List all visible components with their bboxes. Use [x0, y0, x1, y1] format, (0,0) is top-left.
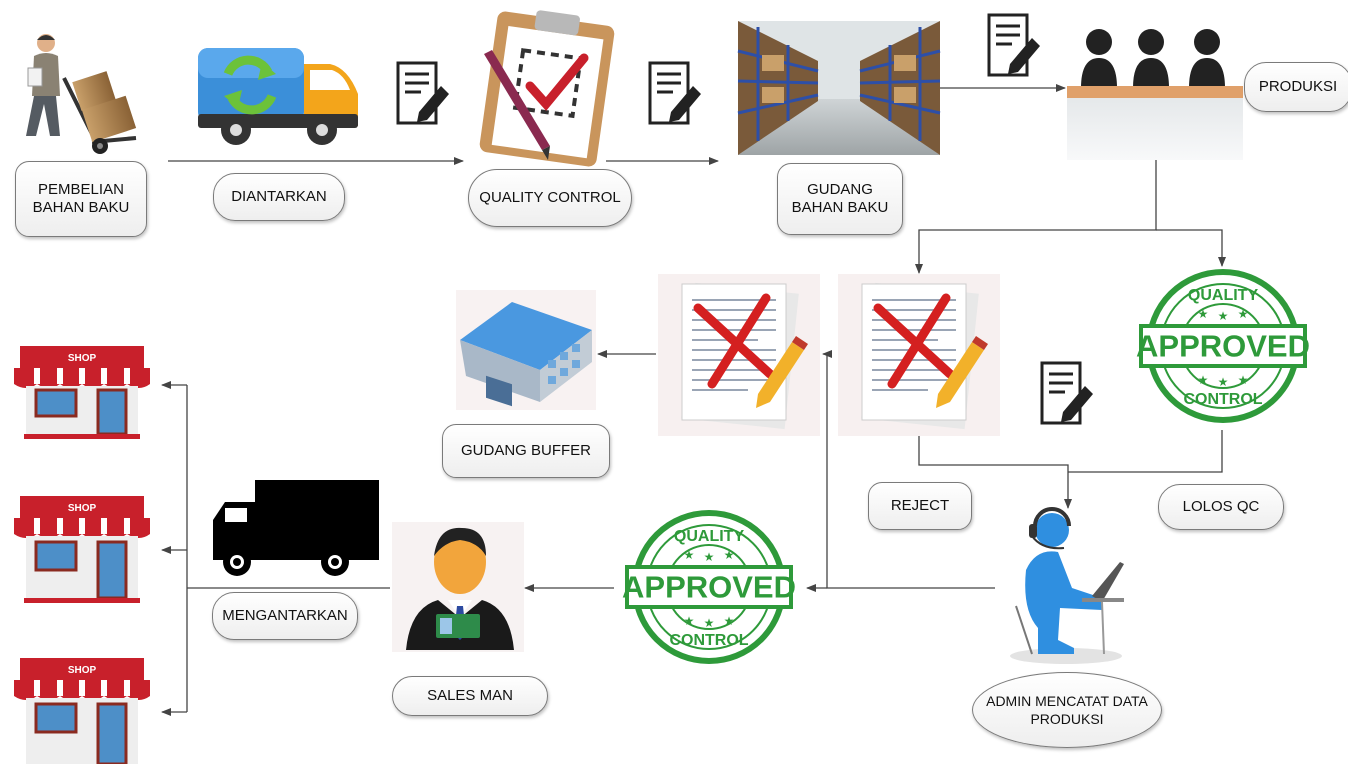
- document-edit-icon: [396, 61, 449, 125]
- production-team-icon: [1067, 29, 1243, 160]
- label-quality-control: QUALITY CONTROL: [468, 169, 632, 227]
- line-lolos-to-admin: [1068, 430, 1223, 473]
- svg-text:★: ★: [724, 548, 735, 562]
- svg-text:★: ★: [724, 614, 735, 628]
- svg-text:SHOP: SHOP: [68, 353, 97, 364]
- document-edit-icon: [987, 13, 1040, 77]
- svg-text:QUALITY: QUALITY: [1188, 287, 1259, 304]
- svg-text:SHOP: SHOP: [68, 665, 97, 676]
- label-gudang-buffer: GUDANG BUFFER: [442, 424, 610, 478]
- clipboard-check-icon: [479, 10, 615, 167]
- admin-operator-icon: [1010, 507, 1124, 664]
- connectors: [161, 84, 1226, 716]
- rejected-document-icon: [838, 274, 1000, 436]
- svg-text:CONTROL: CONTROL: [1183, 391, 1262, 408]
- quality-approved-stamp-icon: QUALITY APPROVED CONTROL ★ ★ ★ ★ ★ ★: [1136, 269, 1310, 423]
- salesman-icon: [392, 522, 524, 652]
- label-diantarkan: DIANTARKAN: [213, 173, 345, 221]
- arrow-produksi-to-lolos: [1156, 229, 1226, 267]
- svg-text:★: ★: [1218, 309, 1229, 323]
- svg-text:★: ★: [1218, 375, 1229, 389]
- delivery-truck-icon: [198, 48, 358, 145]
- label-gudang-bahan-baku: GUDANG BAHAN BAKU: [777, 163, 903, 235]
- buffer-warehouse-icon: [456, 290, 596, 410]
- arrow-admin-to-reject-doc: [822, 350, 995, 589]
- label-lolos-qc: LOLOS QC: [1158, 484, 1284, 530]
- document-edit-icon: [648, 61, 701, 125]
- svg-text:SHOP: SHOP: [68, 503, 97, 514]
- arrow-reject-to-admin: [918, 435, 1072, 509]
- arrow-produksi-to-reject: [915, 160, 1157, 274]
- svg-text:★: ★: [704, 550, 715, 564]
- label-sales-man: SALES MAN: [392, 676, 548, 716]
- shop-icon: SHOP: [14, 346, 150, 439]
- svg-text:APPROVED: APPROVED: [622, 570, 796, 605]
- svg-text:★: ★: [1198, 373, 1209, 387]
- svg-text:CONTROL: CONTROL: [669, 632, 748, 649]
- label-pembelian-bahan-baku: PEMBELIAN BAHAN BAKU: [15, 161, 147, 237]
- warehouse-shelves-icon: [737, 21, 941, 155]
- svg-text:QUALITY: QUALITY: [674, 528, 745, 545]
- label-mengantarkan: MENGANTARKAN: [212, 592, 358, 640]
- shop-icon: SHOP: [14, 658, 150, 764]
- quality-approved-stamp-icon: QUALITY APPROVED CONTROL ★ ★ ★ ★ ★ ★: [622, 510, 796, 664]
- worker-with-hand-truck-icon: [26, 34, 137, 154]
- document-edit-icon: [1040, 361, 1093, 425]
- svg-text:★: ★: [1238, 373, 1249, 387]
- label-reject: REJECT: [868, 482, 972, 530]
- svg-text:★: ★: [684, 614, 695, 628]
- label-admin-mencatat-data-produksi: ADMIN MENCATAT DATA PRODUKSI: [972, 672, 1162, 748]
- rejected-document-icon: [658, 274, 820, 436]
- svg-text:APPROVED: APPROVED: [1136, 329, 1310, 364]
- shop-icon: SHOP: [14, 496, 150, 603]
- svg-text:★: ★: [704, 616, 715, 630]
- svg-text:★: ★: [1238, 307, 1249, 321]
- svg-text:★: ★: [1198, 307, 1209, 321]
- black-truck-icon: [213, 480, 379, 576]
- svg-text:★: ★: [684, 548, 695, 562]
- label-produksi: PRODUKSI: [1244, 62, 1348, 112]
